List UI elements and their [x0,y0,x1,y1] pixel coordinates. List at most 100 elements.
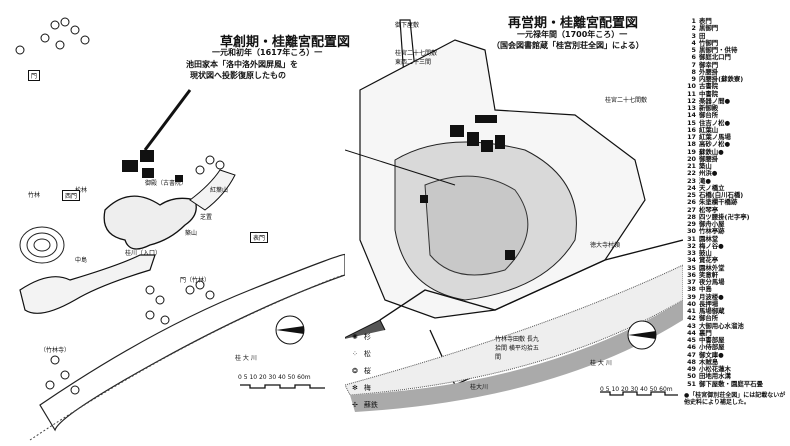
legend-label: 中書院 [699,89,719,98]
building [142,168,154,178]
legend-label: 裏門 [699,328,712,337]
legend-number: 13 [687,104,696,112]
legend-number: 41 [687,307,696,315]
legend-number: 4 [691,38,696,47]
legend-label: 黒御門・供待 [699,46,738,54]
plum-icon: ✻ [352,383,358,392]
legend-number: 34 [687,256,696,265]
legend-label: 滝● [699,176,711,185]
hill-contour [19,226,65,264]
tree-legend-label: 桜 [363,366,371,375]
right-map-title: 再営期・桂離宮配置図 [508,16,639,31]
pine-icon: ⁘ [352,349,358,358]
left-map-subtitle: 一元和初年（1617年ころ）一 [212,48,323,57]
legend-label: 新御殿 [699,104,719,112]
legend-label: 小侍部屋 [699,343,725,352]
legend-label: 笑意軒 [699,270,719,279]
legend-number: 17 [687,133,696,141]
map-label: 桂宮二十七間敷 東西二十三間 [395,50,438,66]
right-map-drawing [345,19,683,412]
legend-label: 小松花蓮木 [699,365,731,373]
left-map-title: 草創期・桂離宮配置図 [220,35,351,50]
legend-label: 御台所 [699,314,719,323]
legend-number: 11 [687,89,696,98]
legend-number: 21 [687,162,696,170]
legend-label: 紅葉ノ馬場 [699,133,731,141]
legend-label: 表門 [699,17,712,25]
legend-label: 楽器ノ間● [699,96,731,105]
legend-number: 24 [687,183,696,192]
legend-label: 田 [699,31,706,40]
legend-number: 12 [687,96,696,105]
map-label: 竹林寺田敷 長九拾間 横平均拾五間 [495,336,539,361]
map-label: 桂 大 川 [235,355,257,362]
legend-number: 33 [687,249,696,257]
map-label: 御殿（古書院） [145,180,188,187]
map-label: 築山 [185,230,198,237]
legend-number: 25 [687,191,696,199]
buildings [420,115,515,260]
legend-number: 23 [687,176,696,185]
approach-road [143,89,192,151]
legend-number: 36 [687,270,696,279]
legend-number: 38 [687,285,696,294]
tree-legend-label: 蘇鉄 [363,400,378,409]
legend-number: 49 [687,365,696,373]
legend-number: 15 [687,118,696,127]
legend-number: 20 [687,154,696,163]
map-label: 西門 [62,190,81,201]
legend-label: 大御用心水溜池 [699,321,744,330]
legend-number: 51 [687,379,696,388]
map-label: 徳大寺村領 [590,242,621,249]
legend-label: 夜分馬場 [699,278,725,286]
legend-label: 御台所 [699,111,719,120]
legend-number: 47 [687,350,696,359]
river-bank [39,253,345,432]
legend-number: 27 [687,205,696,214]
legend-number: 10 [687,82,696,91]
map-label: 桂 大 川 [590,360,612,367]
legend-label: 御庭北口門 [699,53,731,62]
building [140,150,154,162]
central-island [424,175,529,276]
north-arrow-icon [627,320,657,350]
right-map-source: （国会図書館蔵「桂宮別荘全図」による） [492,41,644,50]
legend-number: 30 [687,227,696,236]
legend-number: 35 [687,263,696,272]
legend-note: ●「桂宮御別荘全図」には記載ないが他史料により補足した。 [684,391,786,406]
legend-label: 天ノ橋立 [699,183,725,192]
tree-legend-item: ✢蘇鉄 [352,396,378,413]
legend-label: 梅ノ谷● [699,241,724,250]
legend-number: 6 [691,53,696,62]
legend-number: 29 [687,220,696,228]
scale-labels: 0 5 10 20 30 40 50 60m [600,386,673,393]
map-label: 中島 [75,257,88,264]
